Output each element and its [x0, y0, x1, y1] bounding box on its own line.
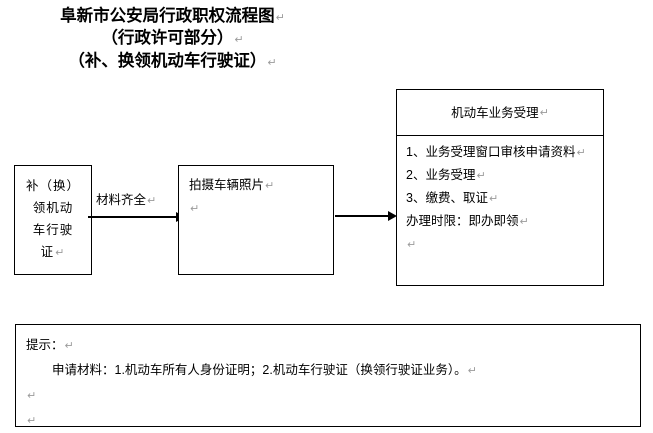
photo-box-line-1: 拍摄车辆照片↵ — [189, 174, 333, 197]
pilcrow-mark: ↵ — [519, 215, 529, 228]
pilcrow-mark: ↵ — [476, 169, 486, 182]
pilcrow-mark: ↵ — [267, 56, 277, 69]
pilcrow-mark: ↵ — [64, 339, 74, 352]
acceptance-item-1-label: 业务受理窗口审核申请资料 — [425, 145, 576, 159]
acceptance-blank-line: ↵ — [406, 233, 599, 256]
acceptance-body: 1、 业务受理窗口审核申请资料↵ 2、 业务受理↵ 3、 缴费、取证↵ 办理时限… — [397, 136, 603, 256]
acceptance-item-1-number: 1、 — [406, 145, 426, 159]
start-box-line-4: 证↵ — [15, 241, 91, 264]
title-line-1: 阜新市公安局行政职权流程图↵ — [0, 6, 345, 28]
acceptance-item-3-number: 3、 — [406, 191, 426, 205]
arrow-label-text: 材料齐全 — [96, 193, 147, 207]
acceptance-item-1: 1、 业务受理窗口审核申请资料↵ — [406, 141, 599, 164]
acceptance-item-2-text: 业务受理↵ — [425, 164, 599, 187]
acceptance-item-3: 3、 缴费、取证↵ — [406, 187, 599, 210]
title-line-2-text: （行政许可部分） — [101, 29, 234, 47]
arrow-shaft — [88, 216, 176, 218]
title-line-1-text: 阜新市公安局行政职权流程图 — [60, 7, 275, 25]
pilcrow-mark: ↵ — [190, 202, 200, 215]
note-blank-line-1: ↵ — [26, 383, 640, 408]
acceptance-item-2: 2、 业务受理↵ — [406, 164, 599, 187]
pilcrow-mark: ↵ — [275, 11, 285, 24]
flow-node-start[interactable]: 补（换） 领机动 车行驶 证↵ — [14, 165, 92, 275]
arrow-start-to-photo-icon — [88, 212, 185, 222]
acceptance-time-limit: 办理时限：即办即领↵ — [406, 210, 599, 233]
pilcrow-mark: ↵ — [265, 179, 275, 192]
arrow-shaft — [335, 215, 388, 217]
arrow-label-materials-complete: 材料齐全↵ — [96, 191, 156, 210]
note-body: 申请材料：1.机动车所有人身份证明；2.机动车行驶证（换领行驶证业务）。↵ — [26, 358, 640, 383]
note-heading-text: 提示： — [26, 338, 64, 352]
photo-box-blank-line: ↵ — [189, 197, 333, 220]
pilcrow-mark: ↵ — [488, 192, 499, 205]
acceptance-header-text: 机动车业务受理 — [451, 105, 539, 120]
arrow-photo-to-acceptance-icon — [335, 211, 397, 221]
note-box: 提示：↵ 申请材料：1.机动车所有人身份证明；2.机动车行驶证（换领行驶证业务）… — [15, 324, 641, 427]
pilcrow-mark: ↵ — [27, 389, 37, 402]
flow-node-acceptance[interactable]: 机动车业务受理↵ 1、 业务受理窗口审核申请资料↵ 2、 业务受理↵ 3、 缴费… — [396, 89, 604, 286]
note-heading: 提示：↵ — [26, 333, 640, 358]
document-title: 阜新市公安局行政职权流程图↵ （行政许可部分）↵ （补、换领机动车行驶证）↵ — [0, 6, 345, 73]
start-box-line-1: 补（换） — [25, 179, 80, 193]
arrow-head — [388, 211, 397, 221]
pilcrow-mark: ↵ — [234, 33, 244, 46]
title-line-2: （行政许可部分）↵ — [0, 28, 345, 50]
photo-box-line-1-text: 拍摄车辆照片 — [189, 178, 265, 192]
pilcrow-mark: ↵ — [467, 364, 477, 377]
title-line-3: （补、换领机动车行驶证）↵ — [0, 50, 345, 73]
acceptance-item-3-text: 缴费、取证↵ — [425, 187, 599, 210]
pilcrow-mark: ↵ — [576, 146, 586, 159]
note-body-text: 申请材料：1.机动车所有人身份证明；2.机动车行驶证（换领行驶证业务）。 — [52, 363, 467, 377]
title-line-3-text: （补、换领机动车行驶证） — [68, 51, 267, 70]
acceptance-item-3-label: 缴费、取证 — [425, 191, 488, 205]
note-blank-line-2: ↵ — [26, 408, 640, 433]
start-box-line-2: 领机动 — [32, 201, 74, 215]
flow-node-photo[interactable]: 拍摄车辆照片↵ ↵ — [178, 165, 334, 275]
acceptance-header: 机动车业务受理↵ — [397, 90, 603, 136]
pilcrow-mark: ↵ — [147, 194, 157, 207]
pilcrow-mark: ↵ — [55, 246, 66, 259]
start-box-line-3: 车行驶 — [32, 223, 74, 237]
pilcrow-mark: ↵ — [539, 105, 549, 119]
start-box-line-4-text: 证 — [40, 245, 55, 259]
pilcrow-mark: ↵ — [27, 414, 37, 427]
pilcrow-mark: ↵ — [407, 238, 417, 251]
acceptance-item-1-text: 业务受理窗口审核申请资料↵ — [425, 141, 599, 164]
acceptance-time-limit-text: 办理时限：即办即领 — [406, 214, 519, 228]
acceptance-item-2-label: 业务受理 — [425, 168, 476, 182]
acceptance-item-2-number: 2、 — [406, 168, 426, 182]
